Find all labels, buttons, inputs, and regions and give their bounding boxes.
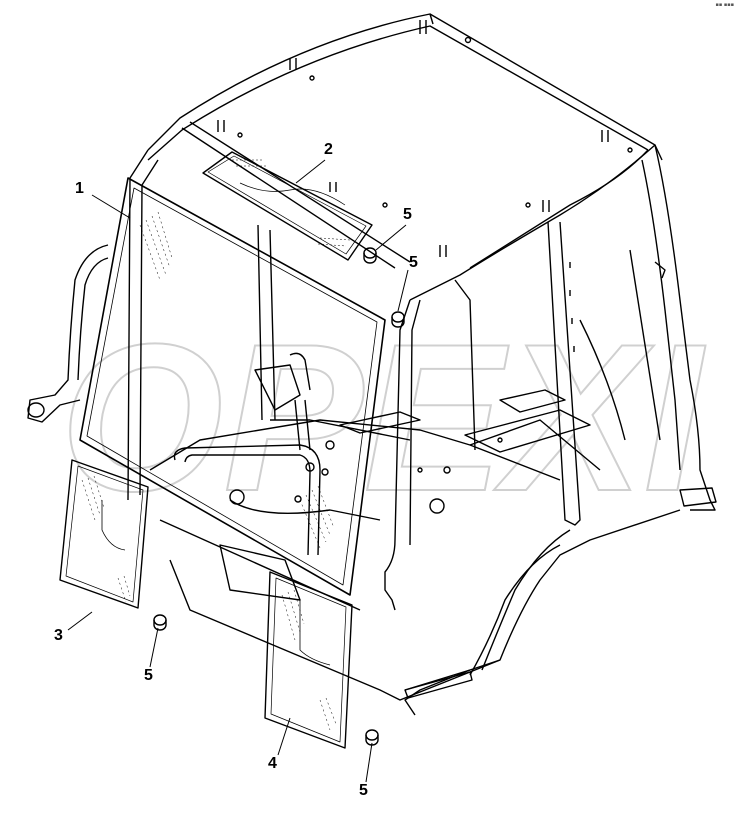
plug-top-right: [391, 311, 405, 328]
callout-4: 4: [268, 755, 277, 772]
callout-5-roof: 5: [403, 206, 412, 223]
callout-1: 1: [75, 180, 84, 197]
roof-window-glass: [202, 151, 373, 261]
lower-right-panel-glass: [264, 571, 353, 749]
callout-5-right: 5: [359, 782, 368, 799]
callout-5-left: 5: [144, 667, 153, 684]
plug-bottom-right: [365, 729, 379, 746]
callout-2: 2: [324, 141, 333, 158]
callout-5-post: 5: [409, 254, 418, 271]
plug-top-left: [363, 247, 377, 264]
lower-left-panel-glass: [59, 459, 149, 609]
plug-bottom-left: [153, 614, 167, 631]
cab-roof: [147, 13, 663, 301]
front-windshield-glass: [79, 177, 386, 596]
callout-3: 3: [54, 627, 63, 644]
corner-mark: ▪▪ ▪▪▪: [715, 2, 734, 8]
plug-parts: [153, 247, 405, 746]
leader-lines: [67, 159, 409, 783]
cab-frame: [27, 144, 717, 716]
